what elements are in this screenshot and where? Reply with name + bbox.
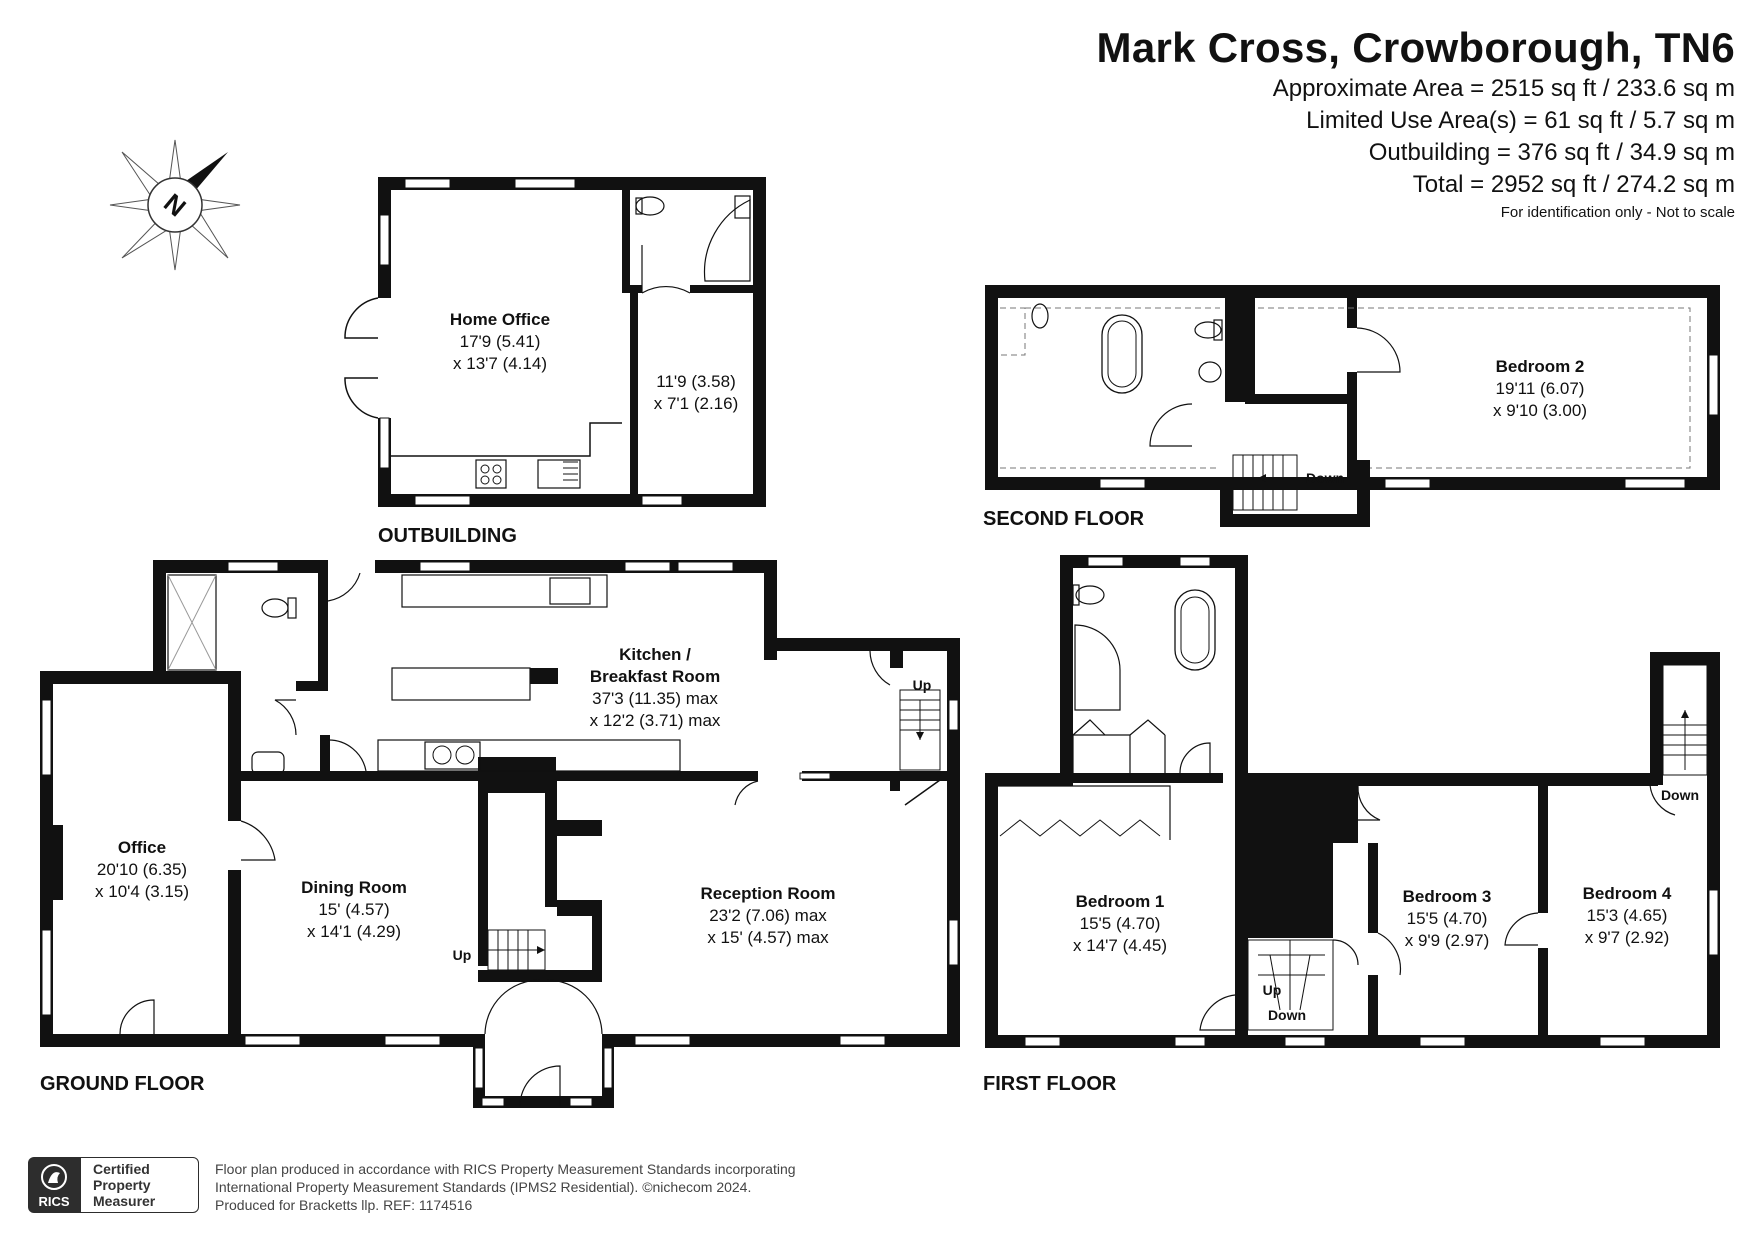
bedroom3-name: Bedroom 3 — [1403, 887, 1492, 906]
bedroom4-dim2: x 9'7 (2.92) — [1585, 928, 1670, 947]
bedroom2-dim2: x 9'10 (3.00) — [1493, 401, 1587, 420]
kitchen-name-line2: Breakfast Room — [590, 667, 720, 686]
second-floor-label: SECOND FLOOR — [983, 508, 1145, 530]
footer-disclaimer: Floor plan produced in accordance with R… — [215, 1160, 796, 1214]
outbuilding-plan — [344, 177, 766, 507]
rics-lion-icon — [41, 1164, 67, 1190]
property-header: Mark Cross, Crowborough, TN6 Approximate… — [1097, 24, 1735, 221]
room-bedroom-2: Bedroom 2 19'11 (6.07) x 9'10 (3.00) — [1493, 357, 1587, 420]
landing-stairs-down-label: Down — [1268, 1007, 1306, 1023]
bedroom3-dim1: 15'5 (4.70) — [1407, 909, 1488, 928]
outbuilding-area: Outbuilding = 376 sq ft / 34.9 sq m — [1368, 139, 1735, 166]
first-floor-plan: Up Down Down — [985, 555, 1720, 1048]
room-kitchen: Kitchen / Breakfast Room 37'3 (11.35) ma… — [590, 645, 721, 730]
certified-measurer-box: Certified Property Measurer — [80, 1157, 199, 1213]
kitchen-name-line1: Kitchen / — [619, 645, 691, 664]
reception-dim1: 23'2 (7.06) max — [709, 906, 827, 925]
room-office: Office 20'10 (6.35) x 10'4 (3.15) — [95, 838, 189, 901]
room-outbuilding-store: 11'9 (3.58) x 7'1 (2.16) — [654, 372, 739, 413]
room-home-office: Home Office 17'9 (5.41) x 13'7 (4.14) — [450, 310, 550, 373]
compass-rose-icon: N — [109, 139, 241, 271]
rics-badge: RICS Certified Property Measurer — [28, 1157, 203, 1215]
office-dim1: 20'10 (6.35) — [97, 860, 187, 879]
ground-floor-plan: Up Up — [40, 560, 960, 1108]
bedroom1-dim1: 15'5 (4.70) — [1080, 914, 1161, 933]
footer-line2: International Property Measurement Stand… — [215, 1179, 752, 1195]
kitchen-stairs-up-label: Up — [913, 677, 932, 693]
badge-line3: Measurer — [93, 1193, 156, 1209]
outbuilding-floor-label: OUTBUILDING — [378, 525, 517, 547]
dining-dim2: x 14'1 (4.29) — [307, 922, 401, 941]
badge-line2: Property — [93, 1177, 151, 1193]
ground-floor-label: GROUND FLOOR — [40, 1073, 205, 1095]
dining-name: Dining Room — [301, 878, 407, 897]
bedroom4-stairs-down-label: Down — [1661, 787, 1699, 803]
bedroom2-name: Bedroom 2 — [1496, 357, 1585, 376]
bedroom1-name: Bedroom 1 — [1076, 892, 1165, 911]
second-floor-plan: Down — [985, 285, 1720, 527]
office-name: Office — [118, 838, 166, 857]
room-bedroom-3: Bedroom 3 15'5 (4.70) x 9'9 (2.97) — [1403, 887, 1492, 950]
outbuilding-room-dim2: x 7'1 (2.16) — [654, 394, 739, 413]
second-floor-stairs-down-label: Down — [1306, 470, 1344, 486]
home-office-dim1: 17'9 (5.41) — [460, 332, 541, 351]
room-bedroom-4: Bedroom 4 15'3 (4.65) x 9'7 (2.92) — [1583, 884, 1672, 947]
outbuilding-room-dim1: 11'9 (3.58) — [656, 372, 735, 391]
bedroom1-dim2: x 14'7 (4.45) — [1073, 936, 1167, 955]
home-office-dim2: x 13'7 (4.14) — [453, 354, 547, 373]
rics-logo-text: RICS — [38, 1194, 70, 1209]
total-area: Total = 2952 sq ft / 274.2 sq m — [1412, 171, 1735, 198]
badge-line1: Certified — [93, 1161, 150, 1177]
dining-dim1: 15' (4.57) — [318, 900, 389, 919]
property-title: Mark Cross, Crowborough, TN6 — [1096, 24, 1735, 71]
footer-line3: Produced for Bracketts llp. REF: 1174516 — [215, 1197, 473, 1213]
office-dim2: x 10'4 (3.15) — [95, 882, 189, 901]
approximate-area: Approximate Area = 2515 sq ft / 233.6 sq… — [1272, 75, 1735, 102]
footer-line1: Floor plan produced in accordance with R… — [215, 1161, 796, 1177]
room-reception: Reception Room 23'2 (7.06) max x 15' (4.… — [700, 884, 835, 947]
rics-logo-icon: RICS — [28, 1157, 80, 1213]
bedroom3-dim2: x 9'9 (2.97) — [1405, 931, 1490, 950]
main-stairs-up-label: Up — [453, 947, 472, 963]
bedroom2-dim1: 19'11 (6.07) — [1496, 379, 1585, 398]
bedroom4-name: Bedroom 4 — [1583, 884, 1672, 903]
room-bedroom-1: Bedroom 1 15'5 (4.70) x 14'7 (4.45) — [1073, 892, 1167, 955]
identification-note: For identification only - Not to scale — [1500, 204, 1735, 221]
reception-dim2: x 15' (4.57) max — [707, 928, 829, 947]
kitchen-dim1: 37'3 (11.35) max — [592, 689, 718, 708]
landing-stairs-up-label: Up — [1263, 982, 1282, 998]
bedroom4-dim1: 15'3 (4.65) — [1587, 906, 1668, 925]
first-floor-label: FIRST FLOOR — [983, 1073, 1117, 1095]
room-dining: Dining Room 15' (4.57) x 14'1 (4.29) — [301, 878, 407, 941]
limited-use-area: Limited Use Area(s) = 61 sq ft / 5.7 sq … — [1306, 107, 1735, 134]
kitchen-dim2: x 12'2 (3.71) max — [590, 711, 721, 730]
reception-name: Reception Room — [700, 884, 835, 903]
home-office-name: Home Office — [450, 310, 550, 329]
